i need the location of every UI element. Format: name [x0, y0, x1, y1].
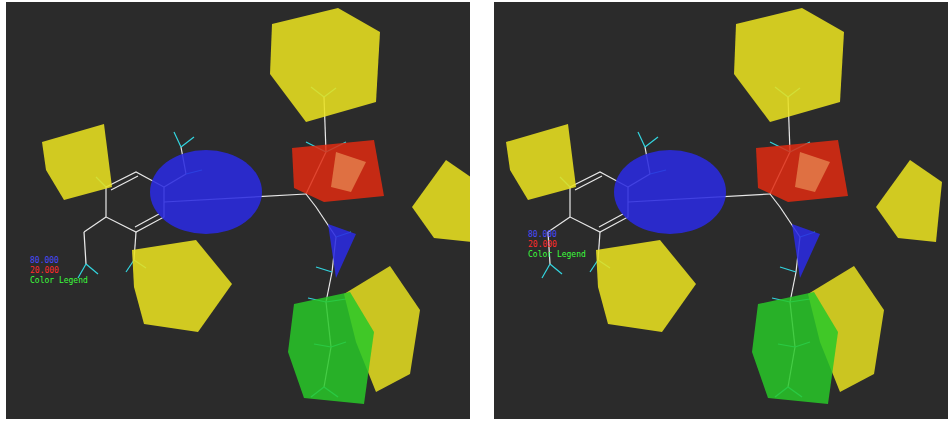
legend-title: Color Legend	[528, 250, 586, 260]
legend-value: 20.000	[528, 240, 557, 250]
legend-value: 80.000	[30, 256, 59, 266]
legend-title: Color Legend	[30, 276, 88, 286]
legend-value: 20.000	[30, 266, 59, 276]
legend-value: 80.000	[528, 230, 557, 240]
